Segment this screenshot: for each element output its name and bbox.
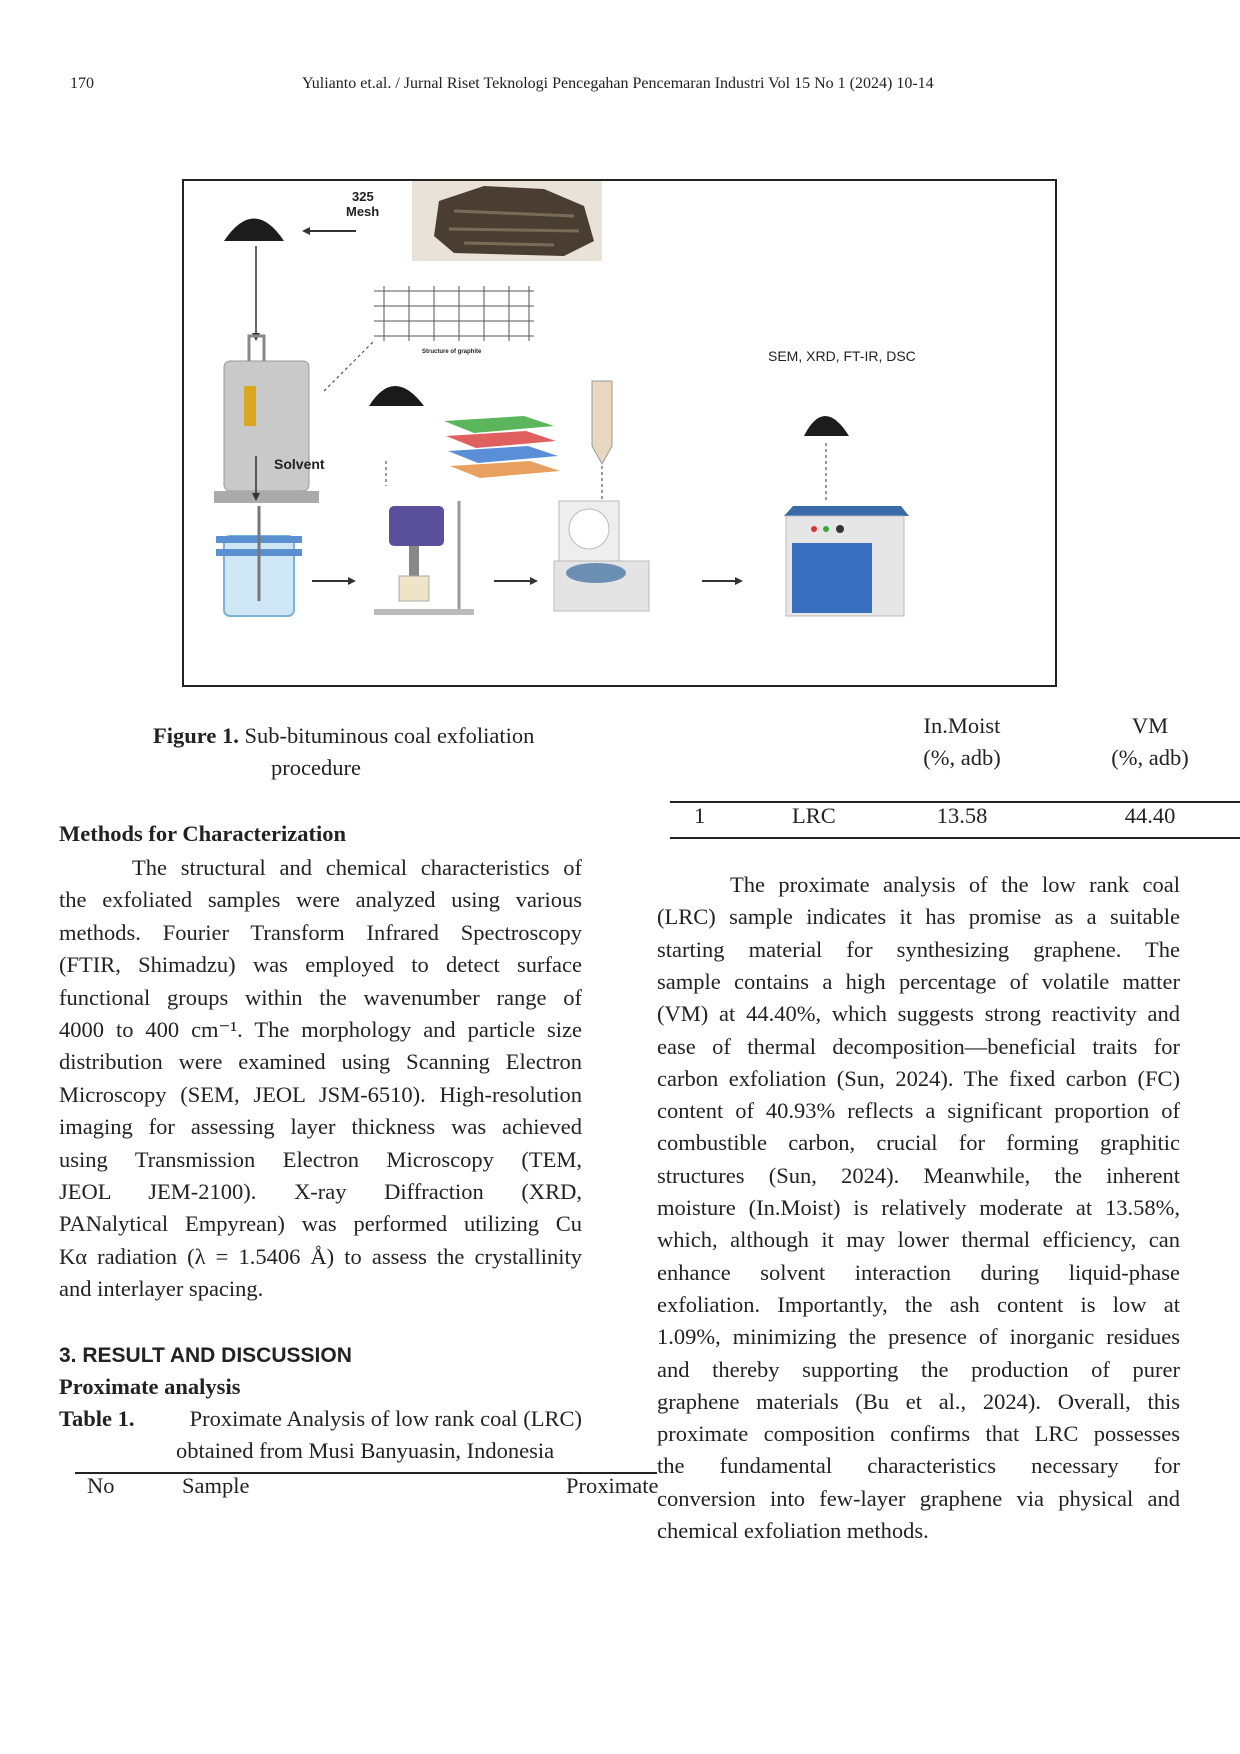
table-label: Table 1. [59,1406,135,1431]
coal-powder-icon [224,218,284,241]
paragraph-line: The structural and chemical characterist… [132,855,582,880]
mesh-label-2: Mesh [346,204,379,219]
paragraph-line: imaging for assessing layer thickness wa… [59,1114,582,1140]
subsection-heading: Proximate analysis [59,1374,241,1399]
paragraph-line: JEOL JEM-2100). X-ray Diffraction (XRD, [59,1179,582,1204]
paragraph-line: (FTIR, Shimadzu) was employed to detect … [59,952,582,978]
paragraph-line: functional groups within the wavenumber … [59,984,582,1010]
graphite-label: Structure of graphite [422,349,482,355]
paragraph-line: using Transmission Electron Microscopy (… [59,1146,582,1172]
paragraph-line: the fundamental characteristics necessar… [657,1453,1180,1479]
paragraph-line: combustible carbon, crucial for forming … [657,1130,1180,1156]
col-header-in-moist-unit: (%, adb) [923,745,1001,770]
cell-sample: LRC [792,803,836,828]
paragraph-line: starting material for synthesizing graph… [657,936,1180,962]
analysis-label: SEM, XRD, FT-IR, DSC [768,348,916,364]
paragraph-line: graphene materials (Bu et al., 2024). Ov… [657,1388,1180,1414]
paragraph-line: methods. Fourier Transform Infrared Spec… [59,919,582,945]
cell-in-moist: 13.58 [936,803,988,828]
cell-no: 1 [694,803,706,828]
figure-1-procedure-diagram: 325 Mesh Structure of graphite [182,179,1057,687]
coal-granules-icon [369,386,424,406]
paragraph-line: carbon exfoliation (Sun, 2024). The fixe… [657,1065,1180,1091]
table-header-proximate: Proximate [566,1473,659,1498]
solvent-label: Solvent [274,456,325,472]
table-caption-text: Proximate Analysis of low rank coal (LRC… [189,1406,582,1431]
running-title: Yulianto et.al. / Jurnal Riset Teknologi… [302,75,934,92]
paragraph-line: Kα radiation (λ = 1.5406 Å) to assess th… [59,1243,582,1269]
centrifuge-tube-icon [591,380,613,466]
paragraph-line: content of 40.93% reflects a significant… [657,1098,1180,1124]
coal-rock-image [412,181,602,261]
paragraph-line: moisture (In.Moist) is relatively modera… [657,1195,1180,1220]
cell-vm: 44.40 [1124,803,1176,828]
paragraph-line: (LRC) sample indicates it has promise as… [657,904,1180,930]
col-header-vm: VM [1131,713,1169,738]
paragraph-line: 1.09%, minimizing the presence of inorga… [657,1324,1180,1350]
paragraph-line: which, although it may lower thermal eff… [657,1227,1180,1253]
methods-heading: Methods for Characterization [59,821,347,846]
figure-caption-text: Sub-bituminous coal exfoliation [244,723,535,748]
table-header-sample: Sample [182,1473,250,1498]
page-number: 170 [70,75,94,92]
paragraph-line: distribution were examined using Scannin… [59,1049,582,1075]
paragraph-line: The proximate analysis of the low rank c… [730,872,1180,897]
paragraph-line: conversion into few-layer graphene via p… [657,1485,1180,1511]
table-caption: Table 1. Proximate Analysis of low rank c… [59,1406,582,1432]
col-header-vm-unit: (%, adb) [1111,745,1189,770]
paragraph-line: 4000 to 400 cm⁻¹. The morphology and par… [59,1017,582,1042]
autoclave-icon [214,334,319,503]
graphite-structure-icon [374,286,534,341]
figure-caption: Figure 1. Sub-bituminous coal exfoliatio… [153,723,534,749]
paragraph-line: PANalytical Empyrean) was performed util… [59,1211,582,1237]
figure-caption-line2: procedure [271,755,361,780]
col-header-in-moist: In.Moist [923,713,1001,738]
figure-caption-label: Figure 1. [153,723,239,748]
paragraph-line: proximate composition confirms that LRC … [657,1421,1180,1447]
paragraph-line: structures (Sun, 2024). Meanwhile, the i… [657,1162,1180,1188]
stirred-reactor-icon [216,506,302,617]
paragraph-line: sample contains a high percentage of vol… [657,968,1180,994]
mesh-label: 325 [352,189,374,204]
centrifuge-icon [553,500,650,612]
sonicator-icon [374,501,474,615]
paragraph-line: chemical exfoliation methods. [657,1518,929,1543]
drying-oven-icon [784,506,909,617]
section-heading: 3. RESULT AND DISCUSSION [59,1344,352,1367]
paragraph-line: and interlayer spacing. [59,1276,264,1302]
paragraph-line: enhance solvent interaction during liqui… [657,1259,1180,1285]
product-powder-icon [804,416,849,436]
paragraph-line: exfoliation. Importantly, the ash conten… [657,1291,1180,1317]
table-header-no: No [87,1473,115,1498]
paragraph-line: the exfoliated samples were analyzed usi… [59,887,582,913]
paragraph-line: (VM) at 44.40%, which suggests strong re… [657,1001,1180,1027]
paragraph-line: Microscopy (SEM, JEOL JSM-6510). High-re… [59,1081,582,1107]
paragraph-line: ease of thermal decomposition—beneficial… [657,1033,1180,1059]
paragraph-line: and thereby supporting the production of… [657,1356,1180,1382]
graphene-layers-icon [444,416,560,478]
table-caption-line2: obtained from Musi Banyuasin, Indonesia [176,1438,555,1463]
